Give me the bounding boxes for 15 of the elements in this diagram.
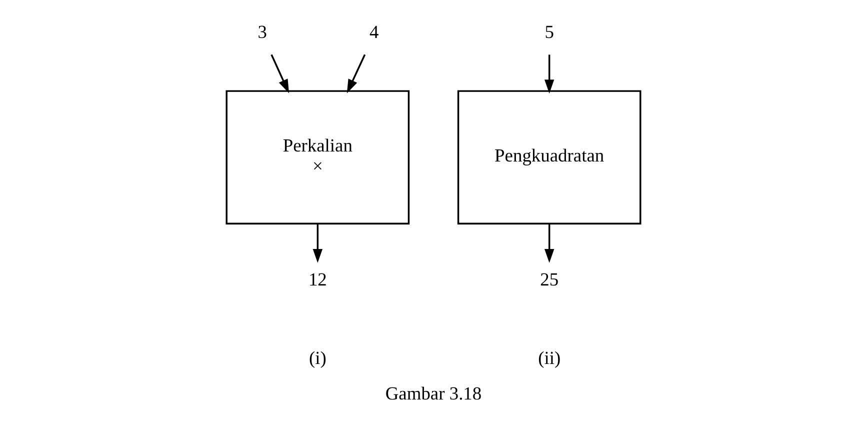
arrow bbox=[544, 54, 554, 94]
node-text: 25 bbox=[540, 270, 559, 290]
label: (ii) bbox=[538, 348, 561, 368]
arrow bbox=[312, 224, 323, 263]
node-box: Perkalian × bbox=[226, 90, 410, 224]
arrow bbox=[346, 54, 366, 94]
node-box: Pengkuadratan bbox=[457, 90, 642, 224]
arrow bbox=[544, 224, 554, 263]
caption: Gambar 3.18 bbox=[385, 384, 482, 404]
label: (i) bbox=[308, 348, 326, 368]
arrow bbox=[270, 54, 290, 94]
node-text: 12 bbox=[308, 270, 327, 290]
node-text: 3 bbox=[258, 22, 267, 42]
node-text: 4 bbox=[370, 22, 379, 42]
node-text: 5 bbox=[544, 22, 554, 42]
